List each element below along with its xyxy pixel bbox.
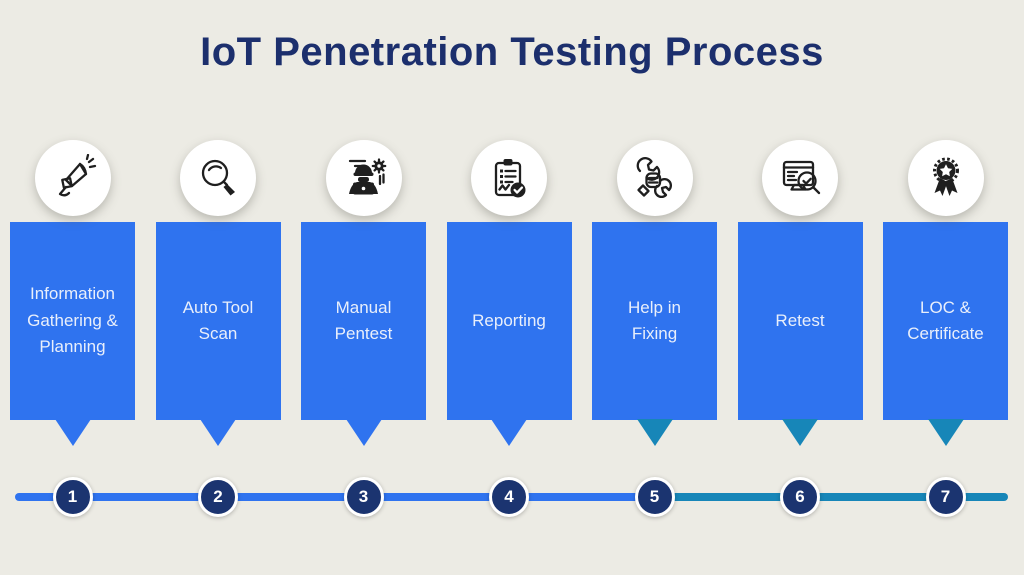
card-pointer-arrow xyxy=(782,419,818,446)
timeline-step-number: 4 xyxy=(489,477,529,517)
timeline-numbers-row: 1 2 3 4 5 6 7 xyxy=(10,477,1008,517)
bottom-white-strip xyxy=(0,575,1024,580)
process-steps-row: Information Gathering & Planning Auto To… xyxy=(10,140,1008,446)
step-label: Retest xyxy=(775,310,825,330)
timeline-step-number: 1 xyxy=(52,477,93,517)
step-label: Auto Tool Scan xyxy=(182,297,254,343)
step-loc-certificate: LOC & Certificate xyxy=(883,140,1008,446)
step-label: LOC & Certificate xyxy=(907,297,984,343)
magnifier-icon xyxy=(180,140,256,216)
step-label: Help in Fixing xyxy=(628,297,681,343)
hacker-laptop-icon xyxy=(325,140,402,216)
step-label: Reporting xyxy=(472,310,546,330)
step-auto-tool-scan: Auto Tool Scan xyxy=(155,140,281,446)
step-retest: Retest xyxy=(737,140,863,446)
timeline-step-number: 3 xyxy=(343,477,384,517)
hand-wrench-icon xyxy=(616,140,693,216)
step-help-in-fixing: Help in Fixing xyxy=(592,140,717,446)
card-pointer-arrow xyxy=(345,419,382,446)
monitor-magnifier-icon xyxy=(762,140,838,216)
timeline-step-number: 6 xyxy=(780,477,820,517)
timeline-step-number: 7 xyxy=(925,477,966,517)
timeline-step-number: 5 xyxy=(634,477,675,517)
card-pointer-arrow xyxy=(200,419,236,446)
step-reporting: Reporting xyxy=(446,140,572,446)
megaphone-icon xyxy=(34,140,111,216)
card-pointer-arrow xyxy=(927,419,964,446)
page-title: IoT Penetration Testing Process xyxy=(200,30,824,74)
card-pointer-arrow xyxy=(54,419,91,446)
step-label: Manual Pentest xyxy=(334,297,393,343)
step-card: Reporting xyxy=(446,222,572,420)
step-information-gathering: Information Gathering & Planning xyxy=(10,140,135,446)
step-card: Auto Tool Scan xyxy=(155,222,281,420)
step-card: Information Gathering & Planning xyxy=(10,222,135,420)
step-card: Help in Fixing xyxy=(592,222,717,420)
step-card: LOC & Certificate xyxy=(883,222,1008,420)
step-label: Information Gathering & Planning xyxy=(27,284,118,357)
timeline-step-number: 2 xyxy=(198,477,238,517)
card-pointer-arrow xyxy=(636,419,673,446)
clipboard-check-icon xyxy=(471,140,547,216)
step-manual-pentest: Manual Pentest xyxy=(301,140,426,446)
step-card: Retest xyxy=(737,222,863,420)
award-ribbon-icon xyxy=(907,140,984,216)
step-card: Manual Pentest xyxy=(301,222,426,420)
card-pointer-arrow xyxy=(491,419,527,446)
